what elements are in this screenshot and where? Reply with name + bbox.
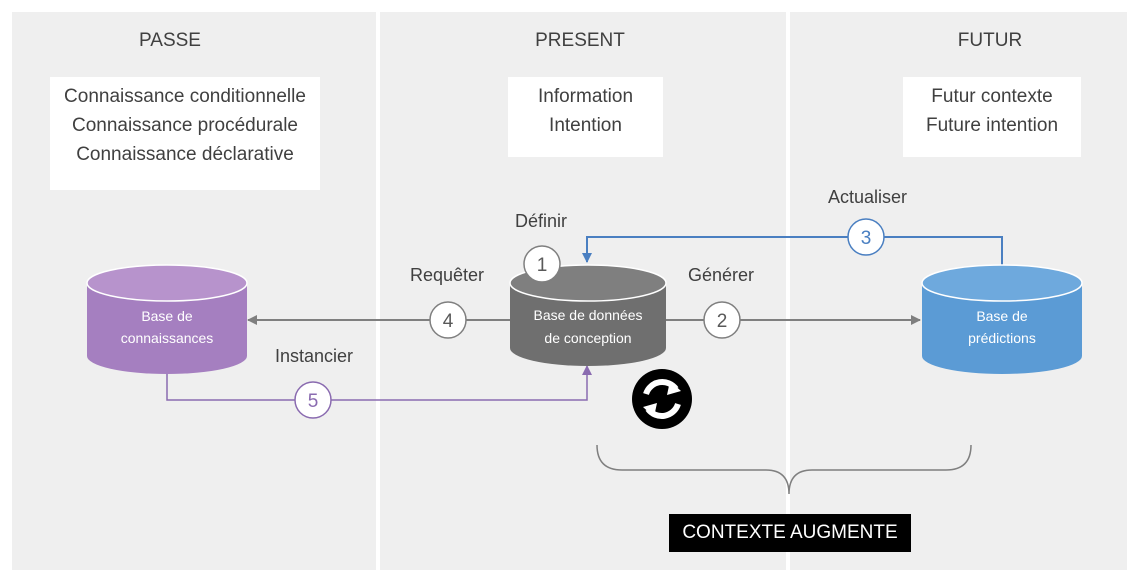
label-query: Requêter [410, 265, 485, 285]
note-present: Information Intention [508, 77, 663, 157]
note-present-line-2: Intention [549, 115, 622, 136]
augmented-context-badge: CONTEXTE AUGMENTE [669, 514, 911, 552]
arrow-update [582, 236, 1003, 266]
column-title-present: PRESENT [535, 30, 625, 51]
note-future-line-1: Futur contexte [931, 86, 1053, 107]
arrow-instantiate [166, 365, 592, 401]
label-generate: Générer [688, 265, 755, 285]
note-past-line-2: Connaissance procédurale [71, 115, 299, 136]
step-circle-2: 2 [703, 301, 741, 339]
refresh-cycle-icon [632, 369, 692, 429]
step-circle-4: 4 [429, 301, 467, 339]
database-knowledge: Base de connaissances [86, 264, 248, 374]
step-number-5: 5 [308, 391, 319, 412]
step-number-1: 1 [537, 255, 548, 276]
step-number-3: 3 [861, 228, 872, 249]
label-define: Définir [515, 211, 568, 231]
note-present-line-1: Information [537, 86, 634, 107]
database-design-line-1: Base de données [534, 307, 643, 323]
label-update: Actualiser [828, 187, 908, 207]
note-future: Futur contexte Future intention [903, 77, 1081, 157]
database-knowledge-line-2: connaissances [121, 330, 214, 346]
column-title-future: FUTUR [957, 30, 1023, 51]
augmented-context-brace [596, 444, 972, 495]
step-circle-3: 3 [847, 218, 885, 256]
database-knowledge-line-1: Base de [141, 308, 193, 324]
step-circle-1: 1 [523, 245, 561, 283]
note-future-line-2: Future intention [925, 115, 1059, 136]
database-design: Base de données de conception [509, 264, 667, 366]
step-circle-5: 5 [294, 381, 332, 419]
database-predictions: Base de prédictions [921, 264, 1083, 374]
database-predictions-line-2: prédictions [968, 330, 1036, 346]
database-design-line-2: de conception [544, 330, 631, 346]
note-past-line-1: Connaissance conditionnelle [64, 86, 306, 107]
label-instantiate: Instancier [275, 346, 354, 366]
note-past: Connaissance conditionnelle Connaissance… [50, 77, 320, 190]
column-title-past: PASSE [139, 30, 201, 51]
step-number-4: 4 [443, 311, 454, 332]
note-past-line-3: Connaissance déclarative [76, 144, 294, 165]
database-predictions-line-1: Base de [976, 308, 1028, 324]
step-number-2: 2 [717, 311, 728, 332]
